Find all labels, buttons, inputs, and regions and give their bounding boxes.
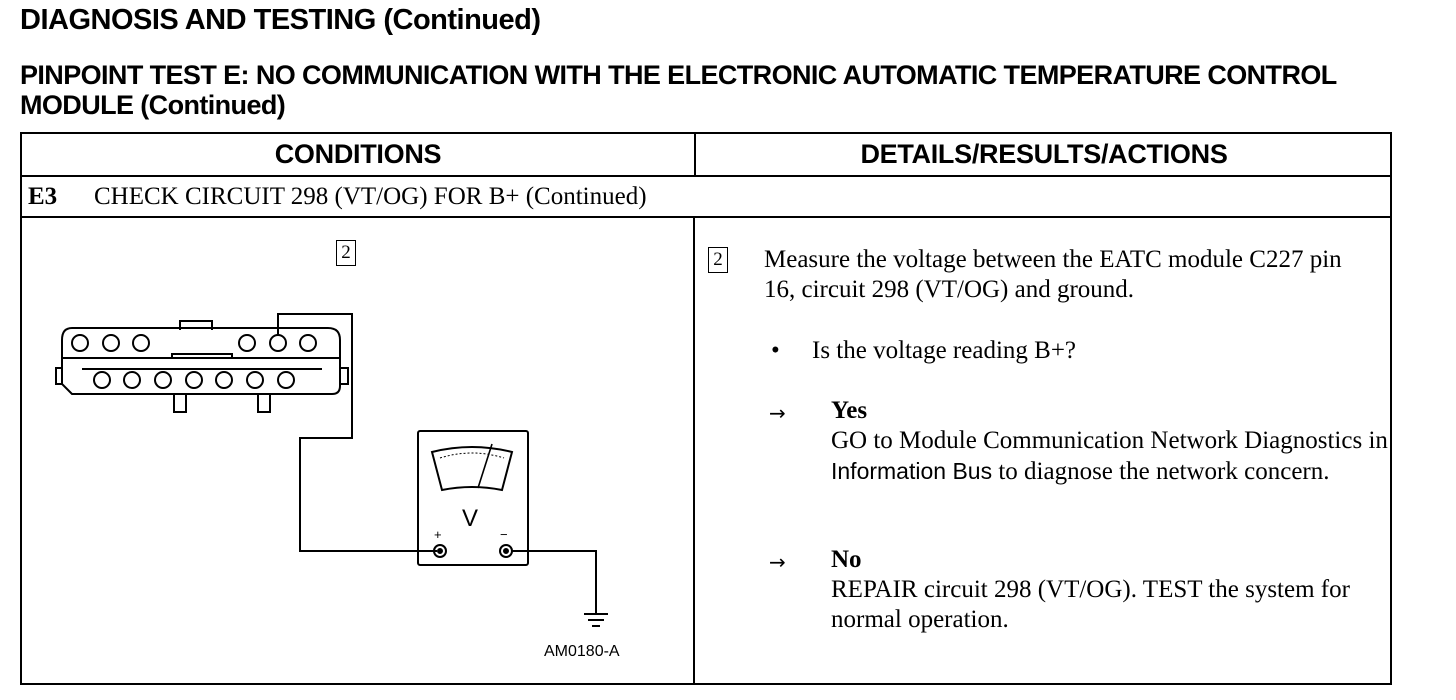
page-title: DIAGNOSIS AND TESTING (Continued)	[20, 4, 541, 36]
pinpoint-test-heading: PINPOINT TEST E: NO COMMUNICATION WITH T…	[20, 60, 1337, 120]
diagnosis-table: CONDITIONS DETAILS/RESULTS/ACTIONS E3 CH…	[20, 132, 1392, 685]
step-title: CHECK CIRCUIT 298 (VT/OG) FOR B+ (Contin…	[94, 183, 647, 210]
conditions-cell: 2	[22, 218, 693, 685]
diagram-step-marker: 2	[336, 240, 356, 266]
pin-top-5	[269, 334, 287, 352]
connector-body	[61, 327, 341, 395]
ground-wire	[512, 550, 597, 613]
conditions-header: CONDITIONS	[22, 134, 696, 175]
pin-bottom-4	[185, 371, 203, 389]
no-arrow-icon: →	[769, 550, 786, 574]
pin-bottom-2	[123, 371, 141, 389]
question-text: Is the voltage reading B+?	[812, 337, 1077, 364]
bullet: •	[771, 337, 780, 364]
no-result: No REPAIR circuit 298 (VT/OG). TEST the …	[831, 545, 1391, 635]
step-id: E3	[28, 183, 58, 210]
information-bus-ref: Information Bus	[831, 458, 993, 484]
connector-voltmeter-diagram: V + − AM0180-A	[55, 313, 620, 660]
pin-bottom-1	[93, 371, 111, 389]
pin-top-4	[238, 334, 256, 352]
pin-bottom-3	[154, 371, 172, 389]
details-cell: 2 Measure the voltage between the EATC m…	[695, 218, 1392, 685]
details-step-marker: 2	[708, 247, 728, 273]
yes-action: GO to Module Communication Network Diagn…	[831, 427, 1388, 485]
pin-bottom-5	[215, 371, 233, 389]
voltmeter-label: V	[462, 505, 478, 532]
figure-id: AM0180-A	[544, 643, 620, 660]
no-action: REPAIR circuit 298 (VT/OG). TEST the sys…	[831, 576, 1350, 633]
pin-bottom-6	[246, 371, 264, 389]
measure-instruction: Measure the voltage between the EATC mod…	[764, 246, 1342, 303]
yes-result: Yes GO to Module Communication Network D…	[831, 396, 1391, 487]
column-divider	[693, 218, 695, 685]
pin-bottom-7	[277, 371, 295, 389]
table-header-row: CONDITIONS DETAILS/RESULTS/ACTIONS	[22, 134, 1390, 177]
pin-top-2	[102, 334, 120, 352]
no-label: No	[831, 546, 862, 573]
yes-label: Yes	[831, 397, 868, 424]
yes-arrow-icon: →	[769, 401, 786, 425]
minus-terminal-label: −	[500, 527, 508, 542]
plus-terminal-label: +	[434, 527, 442, 542]
pin-top-3	[132, 334, 150, 352]
details-header: DETAILS/RESULTS/ACTIONS	[860, 139, 1228, 169]
voltmeter-body	[417, 430, 529, 566]
pin-top-1	[71, 334, 89, 352]
probe-wire-positive	[277, 313, 437, 552]
step-row: E3 CHECK CIRCUIT 298 (VT/OG) FOR B+ (Con…	[22, 177, 1390, 218]
pin-top-6	[299, 334, 317, 352]
